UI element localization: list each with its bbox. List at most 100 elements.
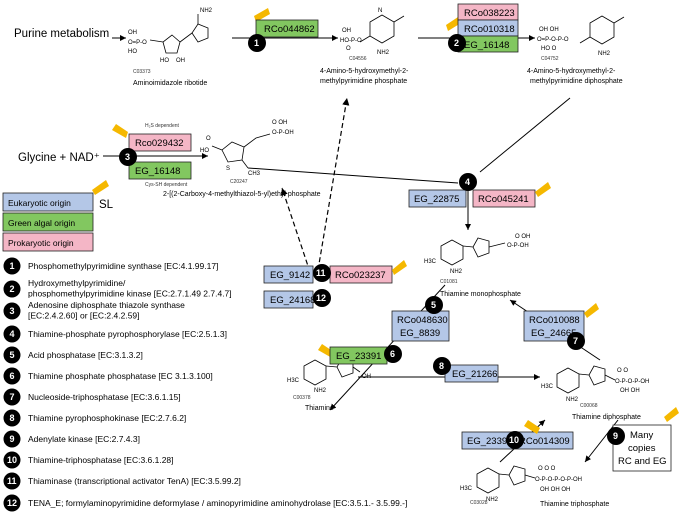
legend-prokaryotic: Prokaryotic origin bbox=[8, 238, 74, 248]
legend-sl: SL bbox=[99, 199, 114, 211]
svg-text:NH2: NH2 bbox=[200, 8, 213, 14]
svg-text:EG_9142: EG_9142 bbox=[270, 270, 310, 281]
svg-text:EG_24168: EG_24168 bbox=[270, 295, 315, 306]
svg-text:NH2: NH2 bbox=[486, 497, 499, 503]
svg-text:O O: O O bbox=[617, 368, 628, 374]
svg-text:9: 9 bbox=[613, 431, 618, 441]
svg-text:S: S bbox=[226, 166, 230, 172]
svg-text:HO: HO bbox=[200, 148, 209, 154]
svg-text:NH2: NH2 bbox=[377, 50, 390, 56]
svg-text:Rco029432: Rco029432 bbox=[135, 138, 184, 149]
enzyme-number: 12 bbox=[7, 498, 17, 508]
svg-text:RCo014309: RCo014309 bbox=[519, 436, 570, 447]
svg-text:EG_22875: EG_22875 bbox=[414, 194, 459, 205]
step-3-genes: Rco029432 EG_16148 3 bbox=[112, 124, 192, 180]
air-name: Aminoimidazole ribotide bbox=[133, 80, 207, 87]
svg-text:CH3: CH3 bbox=[248, 171, 261, 177]
enzyme-number-badge bbox=[3, 472, 21, 490]
enzyme-number-badge bbox=[3, 430, 21, 448]
step-7-genes: RCo010088 EG_24665 7 bbox=[523, 303, 599, 350]
svg-text:1: 1 bbox=[254, 38, 259, 48]
svg-text:NH2: NH2 bbox=[450, 269, 463, 275]
tpp-code: C00068 bbox=[580, 403, 598, 409]
step-6-genes: EG_23391 6 bbox=[318, 344, 402, 365]
enzyme-number: 7 bbox=[10, 392, 15, 402]
enzyme-number-badge bbox=[3, 257, 21, 275]
h2s-note: H₂S dependent bbox=[145, 123, 180, 129]
enzyme-number: 5 bbox=[10, 350, 15, 360]
step-9-genes: Many copies RC and EG 9 bbox=[607, 407, 679, 472]
enzyme-label: [EC:2.4.2.60] or [EC:2.4.2.59] bbox=[28, 311, 140, 321]
enzyme-label: Thiamine pyrophosphokinase [EC:2.7.6.2] bbox=[28, 413, 186, 423]
step-8-genes: EG_21266 8 bbox=[433, 357, 499, 383]
enzyme-label: Thiamine-triphosphatase [EC:3.6.1.28] bbox=[28, 455, 174, 465]
hmp-pp-structure: OH OH O=P-O-P-O HO O NH2 bbox=[537, 15, 625, 57]
enzyme-item: 11 Thiaminase (transcriptional activator … bbox=[3, 472, 241, 490]
svg-text:2: 2 bbox=[454, 38, 459, 48]
svg-text:EG_16148: EG_16148 bbox=[464, 40, 509, 51]
enzyme-label: Adenosine diphosphate thiazole synthase bbox=[28, 300, 185, 310]
enzyme-label: Hydroxymethylpyrimidine/ bbox=[28, 278, 126, 288]
enzyme-number: 11 bbox=[7, 476, 17, 486]
enzyme-label: Thiaminase (transcriptional activator Te… bbox=[28, 476, 241, 486]
enzyme-item: 2 Hydroxymethylpyrimidine/phosphomethylpy… bbox=[3, 278, 232, 299]
svg-text:EG_23391: EG_23391 bbox=[336, 351, 381, 362]
enzyme-number: 4 bbox=[10, 329, 15, 339]
step-5-genes: RCo048630 EG_8839 5 bbox=[391, 296, 450, 342]
origin-legend: Eukaryotic origin SL Green algal origin … bbox=[2, 180, 114, 252]
tpp-name: Thiamine diphosphate bbox=[572, 414, 641, 421]
aminoimidazole-ribotide-structure: OH O=P-O HO NH2 HO OH bbox=[128, 8, 213, 64]
ttp-name: Thiamine triphosphate bbox=[540, 501, 609, 508]
hmp-p-name-2: methylpyrimidine phosphate bbox=[320, 78, 407, 85]
enzyme-number-badge bbox=[3, 325, 21, 343]
svg-text:NH2: NH2 bbox=[566, 397, 579, 403]
svg-text:EG_24665: EG_24665 bbox=[531, 328, 576, 339]
enzyme-number: 10 bbox=[7, 455, 17, 465]
enzyme-number-badge bbox=[3, 367, 21, 385]
legend-green-algal: Green algal origin bbox=[8, 218, 75, 228]
step-1-genes: RCo044862 1 bbox=[248, 8, 319, 52]
svg-text:6: 6 bbox=[390, 349, 395, 359]
cys-note: Cys-SH dependent bbox=[145, 182, 188, 188]
carboxythiazole-phosphate-structure: O HO CH3 S O OH O-P-OH bbox=[200, 120, 294, 177]
svg-text:H3C: H3C bbox=[287, 378, 300, 384]
svg-text:7: 7 bbox=[573, 336, 578, 346]
enzyme-number-badge bbox=[3, 494, 21, 512]
svg-text:HO: HO bbox=[160, 58, 169, 64]
svg-text:H3C: H3C bbox=[541, 384, 554, 390]
enzyme-number-badge bbox=[3, 280, 21, 298]
svg-text:NH2: NH2 bbox=[314, 388, 327, 394]
ttp-structure: H3C NH2 O O O O-P-O-P-O-P-OH OH OH OH bbox=[460, 465, 582, 503]
step-4-genes: EG_22875 RCo045241 4 bbox=[408, 173, 551, 208]
step-2-genes: RCo038223 RCo010318 EG_16148 2 bbox=[446, 3, 519, 53]
svg-text:O=P-O: O=P-O bbox=[128, 40, 147, 46]
enzyme-label: Adenylate kinase [EC:2.7.4.3] bbox=[28, 434, 140, 444]
svg-text:OH: OH bbox=[342, 28, 351, 34]
enzyme-label: phosphomethylpyrimidine kinase [EC:2.7.1… bbox=[28, 289, 232, 299]
svg-text:H3C: H3C bbox=[424, 259, 437, 265]
enzyme-item: 4 Thiamine-phosphate pyrophosphorylase [E… bbox=[3, 325, 227, 343]
tmp-code: C01081 bbox=[440, 279, 458, 285]
svg-text:OH: OH bbox=[176, 58, 185, 64]
enzyme-number-badge bbox=[3, 302, 21, 320]
enzyme-item: 10 Thiamine-triphosphatase [EC:3.6.1.28] bbox=[3, 451, 174, 469]
tmp-name: Thiamine monophosphate bbox=[440, 291, 521, 298]
enzyme-number: 3 bbox=[10, 306, 15, 316]
svg-text:EG_21266: EG_21266 bbox=[452, 369, 497, 380]
step-11-12-genes: EG_9142 RCo023237 11 EG_24168 12 bbox=[263, 260, 407, 309]
tmp-structure: H3C NH2 O OH O-P-OH bbox=[424, 234, 530, 275]
svg-text:HO-P-O: HO-P-O bbox=[340, 38, 362, 44]
thiamine-code: C00378 bbox=[293, 395, 311, 401]
svg-text:OH OH: OH OH bbox=[620, 388, 640, 394]
enzyme-item: 3 Adenosine diphosphate thiazole synthase… bbox=[3, 300, 185, 321]
svg-text:OH OH: OH OH bbox=[539, 27, 559, 33]
enzyme-label: Thiamine-phosphate pyrophosphorylase [EC… bbox=[28, 329, 227, 339]
enzyme-number: 2 bbox=[10, 284, 15, 294]
